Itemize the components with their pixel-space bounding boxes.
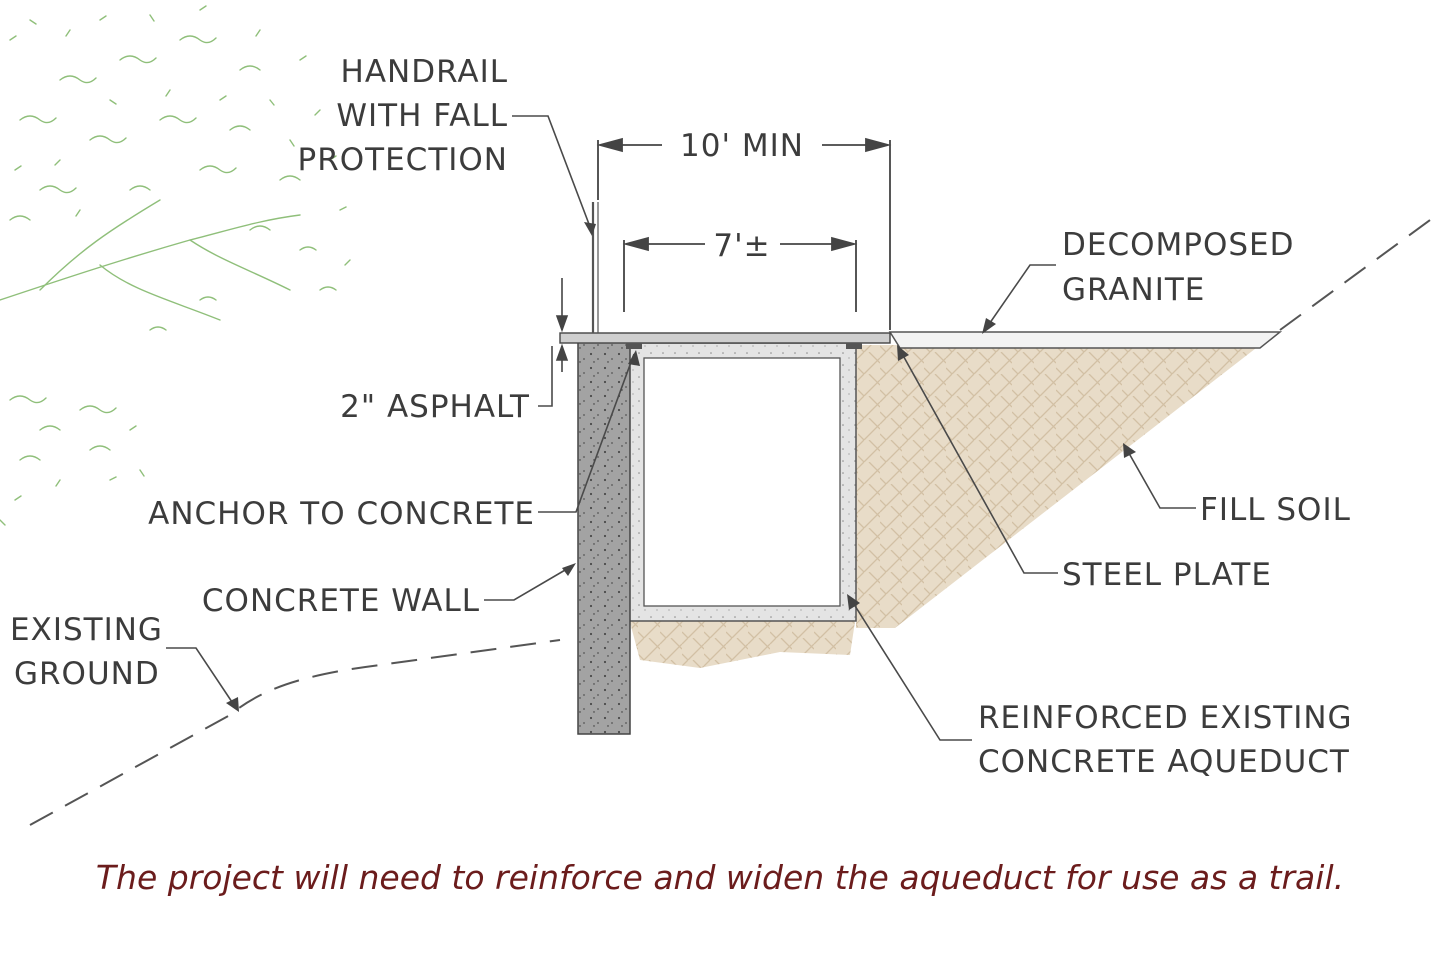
steel-plate-left [626,343,642,349]
aqueduct-channel [643,357,841,607]
asphalt-dimension [555,278,569,372]
label-existing-ground-line-1: EXISTING [10,612,163,648]
leader-lines [166,115,1196,741]
handrail [591,202,599,333]
label-existing-ground-line-2: GROUND [14,656,160,692]
label-handrail-line-3: PROTECTION [298,142,508,178]
decomposed-granite-layer [888,331,1283,349]
slope-line [1279,219,1431,331]
label-concrete-wall: CONCRETE WALL [202,583,480,619]
label-handrail-line-1: HANDRAIL [341,54,508,90]
asphalt-deck [559,332,891,344]
label-decomposed-granite-line-1: DECOMPOSED [1062,227,1294,263]
steel-plate-right [846,343,862,349]
label-aqueduct-line-1: REINFORCED EXISTING [978,700,1353,736]
label-10-min: 10' MIN [680,128,804,164]
label-anchor: ANCHOR TO CONCRETE [148,496,535,532]
label-handrail-line-2: WITH FALL [336,98,508,134]
dimension-10-min [596,137,892,330]
label-fill-soil: FILL SOIL [1200,492,1351,528]
fill-soil [856,345,1260,628]
label-decomposed-granite-line-2: GRANITE [1062,272,1205,308]
figure-caption: The project will need to reinforce and w… [95,858,1345,897]
concrete-wall [577,341,631,735]
label-steel-plate: STEEL PLATE [1062,557,1272,593]
label-7-ft: 7'± [713,228,770,264]
dimension-7-ft [622,236,858,312]
existing-ground-line [29,639,561,826]
label-asphalt: 2" ASPHALT [340,389,530,425]
tree-foliage-sketch [0,5,351,526]
label-aqueduct-line-2: CONCRETE AQUEDUCT [978,744,1350,780]
soil-under-aqueduct [628,615,856,668]
